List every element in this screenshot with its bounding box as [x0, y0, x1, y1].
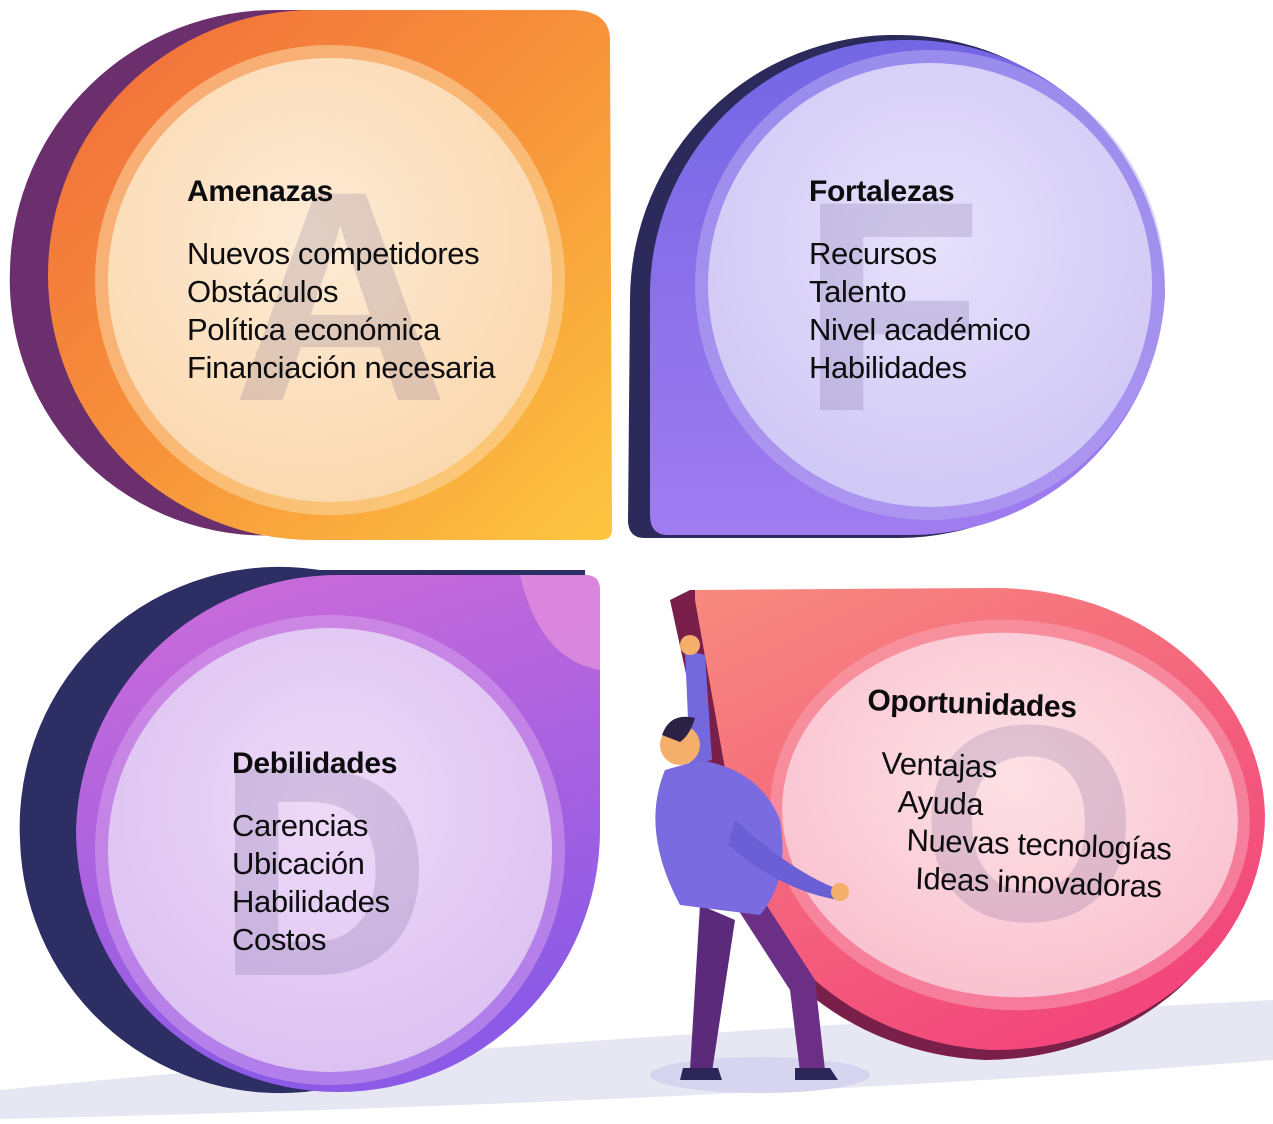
quadrant-item-list: Nuevos competidores Obstáculos Política … — [187, 235, 496, 387]
quadrant-title: Debilidades — [232, 747, 398, 780]
quadrant-item-list: Recursos Talento Nivel académico Habilid… — [809, 235, 1031, 387]
letter-f-watermark: F — [800, 138, 983, 474]
person-illustration — [650, 635, 870, 1093]
list-item: Política económica — [187, 312, 440, 347]
quadrant-item-list: Ventajas Ayuda Nuevas tecnologías Ideas … — [861, 744, 1175, 907]
quadrant-amenazas-shape: A — [9, 9, 613, 541]
quadrant-item-list: Carencias Ubicación Habilidades Costos — [232, 807, 397, 959]
list-item: Nuevos competidores — [187, 236, 480, 271]
list-item: Habilidades — [232, 884, 390, 919]
letter-o-watermark: O — [920, 668, 1138, 980]
list-item: Carencias — [232, 808, 368, 843]
letter-d-watermark: D — [215, 703, 432, 1039]
quadrant-oportunidades-shape: O — [670, 587, 1265, 1060]
list-item: Costos — [232, 922, 327, 957]
list-item: Ubicación — [232, 846, 365, 881]
quadrant-title: Fortalezas — [809, 175, 955, 208]
quadrant-title: Amenazas — [187, 175, 334, 208]
quadrant-fortalezas-shape: F — [628, 34, 1165, 539]
quadrant-oportunidades: Oportunidades Ventajas Ayuda Nuevas tecn… — [861, 684, 1177, 907]
quadrant-debilidades: Debilidades Carencias Ubicación Habilida… — [232, 747, 397, 959]
quadrant-debilidades-shape: D — [19, 566, 600, 1094]
list-item: Obstáculos — [187, 274, 339, 309]
list-item: Habilidades — [809, 350, 967, 385]
quadrant-amenazas: Amenazas Nuevos competidores Obstáculos … — [187, 175, 496, 387]
list-item: Recursos — [809, 236, 937, 271]
quadrant-fortalezas: Fortalezas Recursos Talento Nivel académ… — [809, 175, 1031, 387]
list-item: Talento — [809, 274, 907, 309]
letter-a-watermark: A — [232, 128, 449, 464]
list-item: Nivel académico — [809, 312, 1031, 347]
list-item: Financiación necesaria — [187, 350, 496, 385]
